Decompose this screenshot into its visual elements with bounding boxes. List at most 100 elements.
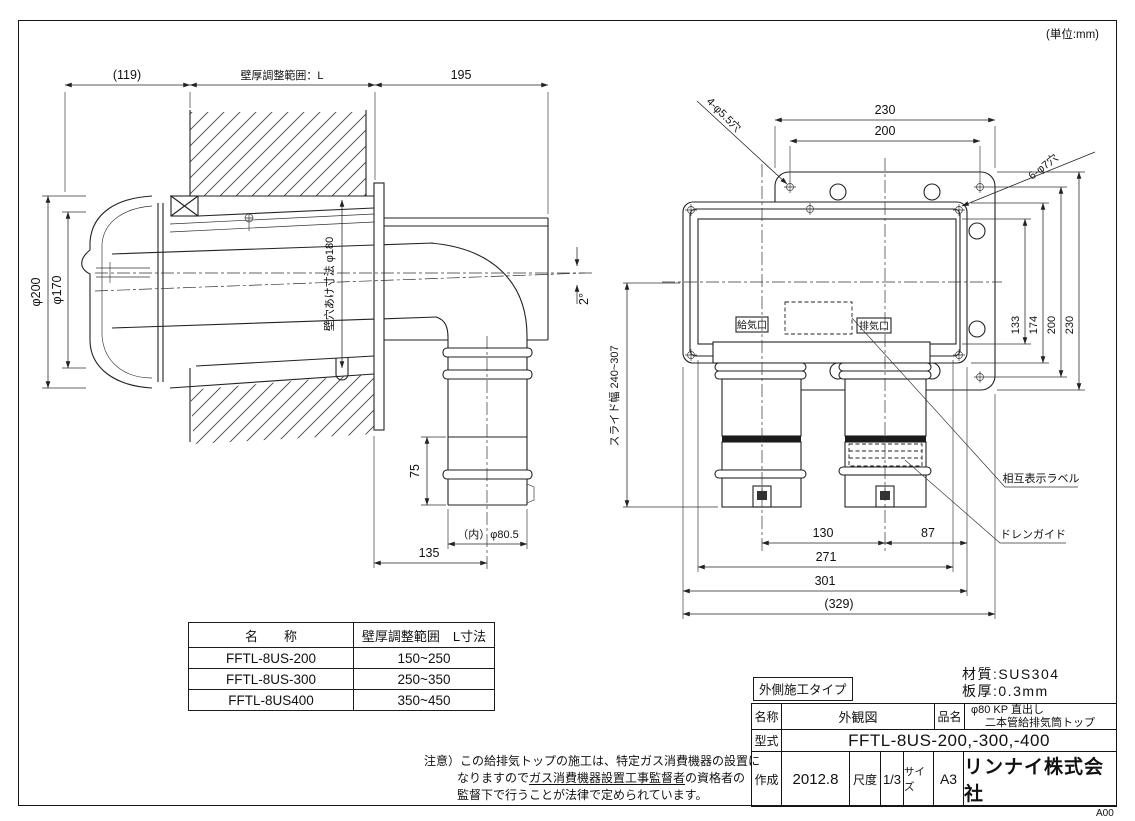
wall-hatch-lower [190, 374, 374, 444]
wall-hatch-upper [190, 112, 366, 196]
screw-symbol [245, 214, 253, 231]
install-type-tag: 外側施工タイプ [753, 677, 853, 701]
table-row: FFTL-8US400 350~450 [188, 689, 495, 711]
table-header-range: 壁厚調整範囲 L寸法 [353, 622, 495, 648]
dim-87: 87 [921, 526, 935, 540]
holes-label-right: 6-φ7穴 [1025, 150, 1060, 182]
dim-174: 174 [1028, 316, 1040, 334]
caution-line2-post: の資格者の [685, 771, 746, 785]
scale-value: 1/3 [881, 752, 904, 806]
holes-label-left: 4-φ5.5穴 [704, 94, 744, 134]
size-label: サイズ [904, 752, 934, 806]
dim-inner-phi: （内）φ80.5 [457, 527, 519, 541]
title-block-row3: 作成 2012.8 尺度 1/3 サイズ A3 リンナイ株式会社 [752, 752, 1116, 806]
table-cell: 350~450 [353, 689, 495, 711]
plate-holes-phi55 [784, 181, 986, 383]
dim-wall-hole: 壁穴あけ寸法 φ180 [322, 237, 336, 332]
pipe-ring [442, 469, 533, 480]
thickness-value: 板厚:0.3mm [962, 683, 1049, 699]
wall-sleeve [169, 195, 375, 389]
item-value: φ80 KP 直出し 二本管給排気筒トップ [965, 704, 1116, 729]
exhaust-pipe [838, 362, 932, 508]
exhaust-port-label: 排気口 [859, 320, 889, 333]
table-cell: FFTL-8US400 [188, 689, 354, 711]
dim-230-right: 230 [1064, 316, 1076, 334]
table-header-row: 名 称 壁厚調整範囲 L寸法 [188, 622, 495, 648]
exhaust-port-box [856, 317, 892, 334]
table-cell: FFTL-8US-200 [188, 647, 354, 669]
dim-271: 271 [816, 550, 837, 564]
doc-code: A00 [1096, 808, 1114, 819]
units-note: (単位:mm) [1046, 29, 1100, 41]
caution-line2-underline: ガス消費機器設置工事監督者 [529, 771, 686, 785]
sheet-border [18, 20, 1117, 806]
dim-329: (329) [824, 597, 853, 611]
dim-230-top: 230 [875, 103, 896, 117]
dim-301: 301 [815, 574, 836, 588]
table-cell: 250~350 [353, 668, 495, 690]
caution-line2-pre: なりますので [457, 771, 530, 785]
dim-119: (119) [113, 68, 141, 82]
front-plate [682, 201, 968, 364]
intake-pipe [714, 362, 807, 508]
material-block: 材質:SUS304 板厚:0.3mm [962, 666, 1060, 700]
dim-wall-range: 壁厚調整範囲：L [240, 68, 323, 82]
model-value: FFTL-8US-200,-300,-400 [848, 730, 1050, 750]
right-view-front: 給気口 排気口 [608, 94, 1096, 619]
section-x-symbol [170, 195, 199, 217]
dim-200-right: 200 [1046, 316, 1058, 334]
dim-75: 75 [408, 464, 422, 478]
company-logo: リンナイ株式会社 [964, 757, 1105, 805]
caution-line2: なりますのでガス消費機器設置工事監督者の資格者の [424, 770, 776, 787]
item-label: 品名 [935, 704, 965, 729]
pipe-hook [526, 483, 535, 504]
left-view-section: (119) 壁厚調整範囲：L 195 φ200 φ170 壁穴あけ寸法 φ180… [29, 68, 592, 570]
table-header-name: 名 称 [188, 622, 354, 648]
created-value: 2012.8 [782, 752, 850, 806]
title-block: 名称 外観図 品名 φ80 KP 直出し 二本管給排気筒トップ 型式 FFTL-… [751, 703, 1117, 807]
dim-200-top: 200 [875, 124, 896, 138]
model-label: 型式 [752, 730, 782, 751]
title-block-row1: 名称 外観図 品名 φ80 KP 直出し 二本管給排気筒トップ [752, 704, 1116, 730]
item-value-line1: φ80 KP 直出し [971, 704, 1044, 716]
dim-phi170: φ170 [50, 275, 64, 304]
outdoor-hood [81, 195, 164, 389]
size-value: A3 [934, 752, 964, 806]
size-table-wrap: 名 称 壁厚調整範囲 L寸法 FFTL-8US-200 150~250 FFTL… [188, 622, 495, 711]
table-cell: FFTL-8US-300 [188, 668, 354, 690]
table-row: FFTL-8US-200 150~250 [188, 647, 495, 669]
indoor-casing [384, 217, 549, 341]
dim-130: 130 [813, 526, 834, 540]
drain-guide-leader [904, 459, 1066, 544]
wall-flange [373, 182, 385, 431]
pipe-bracket [712, 341, 931, 364]
table-row: FFTL-8US-300 250~350 [188, 668, 495, 690]
intake-port-label: 給気口 [737, 319, 767, 332]
dim-slide: スライド幅 240~307 [608, 345, 621, 446]
dim-angle: 2° [577, 293, 591, 305]
caution-note: 注意）この給排気トップの施工は、特定ガス消費機器の設置に なりますのでガス消費機… [424, 753, 776, 804]
drain-guide-text: ドレンガイド [1000, 528, 1066, 541]
mutual-label-text: 相互表示ラベル [1003, 471, 1080, 485]
intake-port-box [735, 316, 769, 333]
bracket-notch [335, 358, 349, 381]
pipe-ring [442, 347, 533, 358]
size-table: 名 称 壁厚調整範囲 L寸法 FFTL-8US-200 150~250 FFTL… [188, 622, 495, 711]
material-value: 材質:SUS304 [962, 666, 1060, 682]
mutual-label-outline [784, 301, 853, 335]
dim-phi200: φ200 [29, 277, 43, 306]
dim-135: 135 [419, 546, 440, 560]
wall-faces [189, 110, 367, 442]
created-label: 作成 [752, 752, 782, 806]
name-value: 外観図 [782, 704, 935, 729]
title-block-row2: 型式 FFTL-8US-200,-300,-400 [752, 730, 1116, 752]
table-cell: 150~250 [353, 647, 495, 669]
drain-guide-outline [848, 443, 923, 467]
item-value-line2: 二本管給排気筒トップ [985, 716, 1095, 729]
elbow-and-down-pipe [429, 242, 535, 506]
caution-line1: 注意）この給排気トップの施工は、特定ガス消費機器の設置に [424, 754, 761, 768]
mutual-label-leader [851, 317, 1078, 488]
caution-line3: 監督下で行うことが法律で定められています。 [457, 788, 708, 802]
